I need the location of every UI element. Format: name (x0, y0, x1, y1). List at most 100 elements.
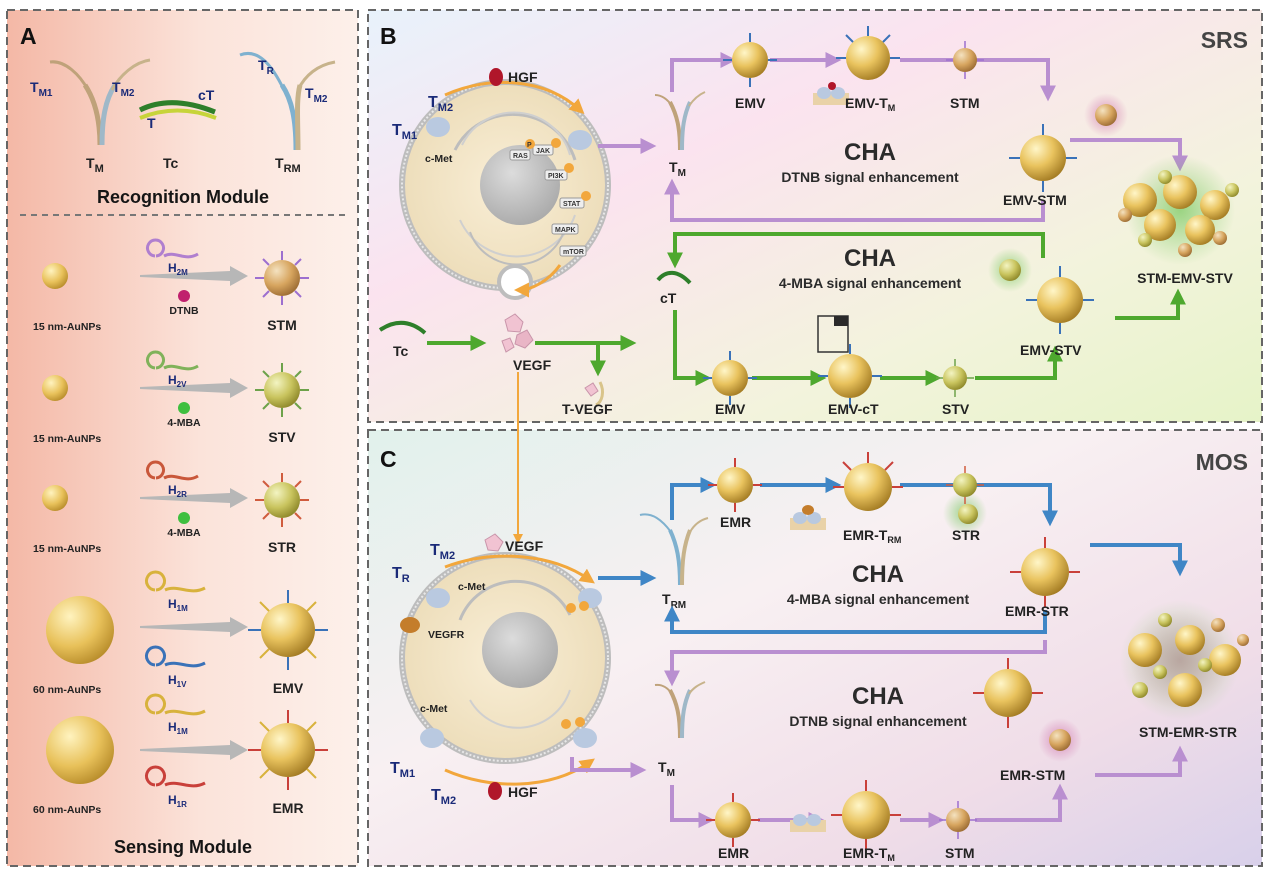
vegf-secretion-arrow (514, 264, 562, 298)
stm-emr-str-cluster (1120, 600, 1249, 720)
panel-c-letter: C (380, 446, 397, 472)
a-tm1-label: TM1 (30, 79, 53, 99)
c-tm2b-label: TM2 (431, 787, 456, 807)
vegf-molecule-c (484, 533, 504, 552)
h1r-label: H1R (168, 793, 187, 809)
kinase-stat: STAT (563, 201, 581, 208)
emv-stm-particle (1009, 93, 1128, 192)
emv-h1m-label: H1M (168, 597, 188, 613)
b-final-label: STM-EMV-STV (1137, 270, 1233, 286)
c-emr-tm-label: EMR-TM (843, 845, 895, 863)
green-flow-1 (673, 310, 712, 386)
tc-strand-b (378, 320, 427, 335)
b-stm-label: STM (950, 95, 980, 111)
tvegf-label: T-VEGF (562, 401, 613, 417)
tm-aptamer-b (654, 91, 706, 151)
b-tm1-label: TM1 (392, 122, 417, 142)
mos-label: MOS (1196, 449, 1248, 475)
a-t-label: T (147, 115, 156, 131)
hgf-label-b: HGF (508, 69, 538, 85)
mos-purple-flow-4 (975, 783, 1068, 822)
vegf-binding-arrow-c (444, 554, 595, 584)
srs-cycle-back (664, 178, 1045, 222)
sensing-row-str (42, 460, 309, 527)
sensing-row-stm (42, 238, 309, 305)
emv-label: EMV (273, 680, 304, 696)
b-tm2-label: TM2 (428, 94, 453, 114)
phospho-p-label: P (527, 142, 532, 149)
a-tm-caption: TM (86, 155, 104, 175)
b-emv-tm-label: EMV-TM (845, 95, 895, 113)
emr-h1m-label: H1M (168, 720, 188, 736)
h1v-label: H1V (168, 673, 187, 689)
c-tr-label: TR (392, 565, 410, 585)
hgf-label-c: HGF (508, 784, 538, 800)
cell-b (399, 79, 611, 300)
emr-tm-particle (790, 780, 901, 850)
row4-np-label: 60 nm-AuNPs (33, 684, 101, 696)
b-stv-label: STV (942, 401, 970, 417)
vegfr-label: VEGFR (428, 629, 465, 641)
ct-strand-b (656, 270, 692, 285)
sensing-module-title: Sensing Module (114, 837, 252, 857)
vegf-label-b: VEGF (513, 357, 552, 373)
c-str-label: STR (952, 527, 980, 543)
kinase-mtor: mTOR (563, 249, 584, 256)
stv-particle-b (936, 359, 974, 397)
srs-label: SRS (1201, 27, 1248, 53)
a-trm-caption: TRM (275, 155, 301, 175)
tm-aptamer-c (654, 681, 706, 739)
cmet-label-c2: c-Met (420, 703, 448, 715)
c-tm1-label: TM1 (390, 760, 415, 780)
hgf-molecule-c (488, 782, 502, 800)
dtnb-label: DTNB (169, 305, 199, 317)
row3-dye-label: 4-MBA (167, 527, 201, 539)
c-tm-label: TM (658, 759, 675, 779)
b-emv-label: EMV (735, 95, 766, 111)
c-trm-label: TRM (662, 591, 686, 611)
c-emr-str-label: EMR-STR (1005, 603, 1069, 619)
c-enh-1: 4-MBA signal enhancement (787, 591, 970, 607)
kinase-boxes (509, 144, 587, 257)
c-enh-2: DTNB signal enhancement (789, 713, 967, 729)
sensing-row-stv (42, 350, 309, 417)
c-stm-label: STM (945, 845, 975, 861)
mos-purple-flow-5 (1095, 745, 1188, 777)
stm-particle-b (946, 41, 984, 79)
emr-particle-c2 (706, 793, 760, 847)
b-emv-stm-label: EMV-STM (1003, 192, 1067, 208)
row1-np-label: 15 nm-AuNPs (33, 321, 101, 333)
sensing-row-emr (46, 693, 328, 790)
b-cha-2: CHA (844, 245, 896, 272)
emv-tm-particle (813, 26, 900, 105)
emr-str-particle (1010, 537, 1080, 607)
vegf-cluster-b (501, 313, 534, 353)
emr-stm-particle (973, 658, 1082, 762)
c-cha-1: CHA (852, 561, 904, 588)
srs-flow-1 (670, 52, 737, 92)
emv-ct-particle (817, 315, 882, 408)
b-enh-1: DTNB signal enhancement (781, 169, 959, 185)
c-final-label: STM-EMR-STR (1139, 724, 1237, 740)
mos-blue-flow-1 (670, 477, 717, 520)
stm-particle-c (939, 801, 977, 839)
mos-purple-cycle (664, 640, 1047, 687)
emr-particle-c (708, 458, 762, 512)
a-tm2b-label: TM2 (305, 85, 328, 105)
sensing-row-emv (46, 570, 328, 670)
kinase-jak: JAK (536, 148, 550, 155)
tvegf-complex (584, 381, 605, 407)
str-particle-c (943, 466, 987, 535)
h2m-label: H2M (168, 261, 188, 277)
mos-purple-flow-1 (670, 785, 715, 828)
row3-np-label: 15 nm-AuNPs (33, 543, 101, 555)
panel-b-letter: B (380, 23, 397, 49)
mos-blue-cycle-back (664, 605, 1047, 634)
emr-label: EMR (272, 800, 303, 816)
b-enh-2: 4-MBA signal enhancement (779, 275, 962, 291)
c-cha-2: CHA (852, 683, 904, 710)
green-cycle-back (667, 232, 1045, 269)
mos-blue-flow-4 (1090, 543, 1188, 577)
a-tr-label: TR (258, 57, 275, 77)
